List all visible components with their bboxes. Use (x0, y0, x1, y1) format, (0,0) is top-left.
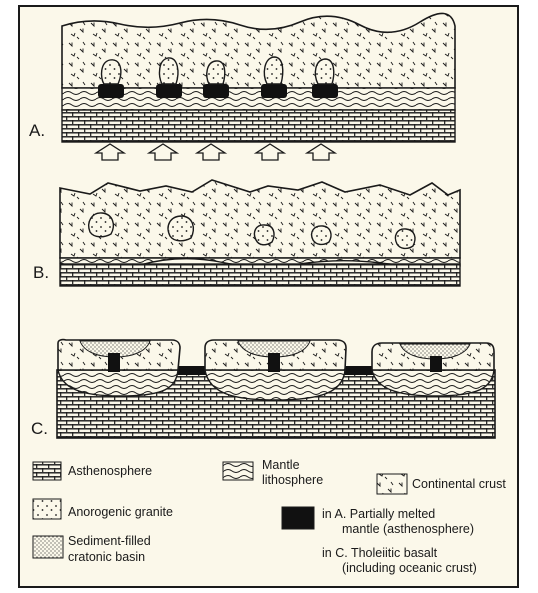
legend-label-asthenosphere: Asthenosphere (68, 464, 152, 478)
legend-label-continental-crust: Continental crust (412, 477, 506, 491)
legend-swatch-anorogenic-granite (33, 499, 61, 519)
legend-label-sediment-line1: Sediment-filled (68, 534, 151, 548)
legend-swatch-asthenosphere (33, 462, 61, 480)
continent-2-basalt-dike (268, 353, 280, 372)
panel-c: C. (31, 340, 495, 438)
legend-label-mantle-line1: Mantle (262, 458, 300, 472)
granite-pluton (395, 229, 415, 249)
melt-pod (98, 84, 124, 98)
granite-diapir (207, 61, 225, 84)
granite-pluton (168, 216, 193, 241)
panel-a-asthenosphere (62, 110, 455, 142)
panel-c-label: C. (31, 419, 48, 438)
panel-b-label: B. (33, 263, 49, 282)
legend-label-black-line2: mantle (asthenosphere) (342, 522, 474, 536)
basalt-strip (343, 366, 373, 375)
panel-b: B. (33, 180, 460, 286)
legend-label-black-line1: in A. Partially melted (322, 507, 435, 521)
granite-diapir (315, 59, 333, 84)
panel-a-label: A. (29, 121, 45, 140)
granite-pluton (312, 226, 331, 245)
granite-diapir (102, 60, 121, 84)
legend-label-sediment-line2: cratonic basin (68, 550, 145, 564)
legend-label-anorogenic-granite: Anorogenic granite (68, 505, 173, 519)
granite-diapir (264, 57, 282, 84)
legend-swatch-melt-basalt (282, 507, 314, 529)
legend-label-black-line3: in C. Tholeiitic basalt (322, 546, 438, 560)
melt-pod (312, 84, 338, 98)
continent-3-basalt-dike (430, 356, 442, 372)
melt-pod (156, 84, 182, 98)
legend-swatch-sediment-basin (33, 536, 63, 558)
panel-b-asthenosphere (60, 264, 460, 286)
legend-label-mantle-line2: lithosphere (262, 473, 323, 487)
continent-1-basalt-dike (108, 353, 120, 372)
granite-diapir (160, 58, 178, 84)
panel-c-continent-1 (58, 340, 180, 396)
melt-pod (203, 84, 229, 98)
legend-swatch-mantle-lithosphere (223, 462, 253, 480)
legend-label-black-line4: (including oceanic crust) (342, 561, 477, 575)
legend-swatch-continental-crust (377, 474, 407, 494)
granite-pluton (254, 225, 274, 245)
panel-a: A. (29, 13, 455, 160)
panel-c-continent-3 (372, 343, 494, 396)
panel-c-continent-2 (205, 340, 346, 400)
granite-pluton (89, 213, 114, 237)
melt-pod (261, 84, 287, 98)
